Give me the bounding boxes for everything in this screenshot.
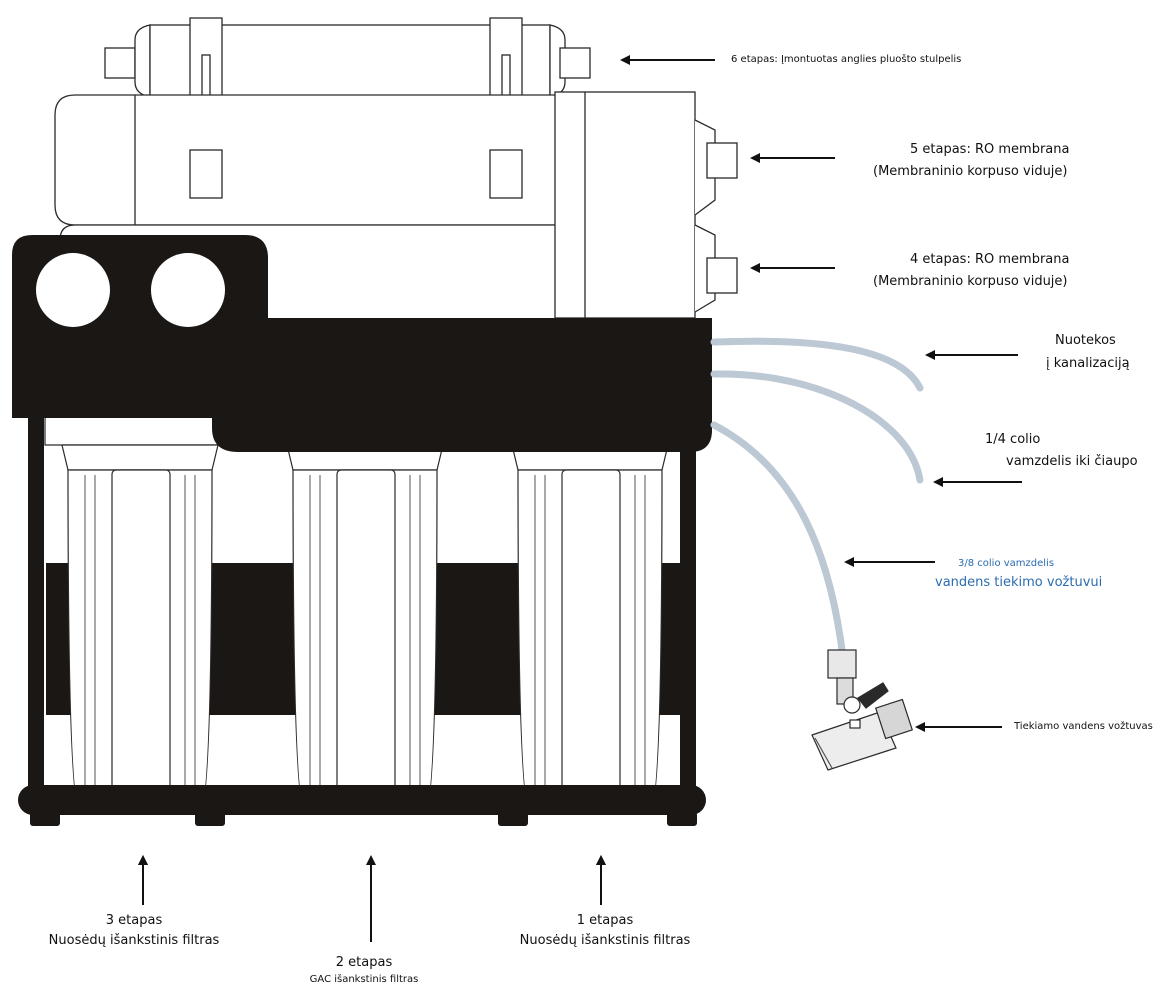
label-drain-line1: Nuotekos — [1055, 333, 1116, 348]
label-stage3-title: 3 etapas — [105, 913, 163, 928]
label-stage6: 6 etapas: Įmontuotas anglies pluošto stu… — [731, 54, 962, 65]
feed-valve-icon — [811, 649, 914, 771]
label-stage4-note: (Membraninio korpuso viduje) — [873, 274, 1068, 289]
drain-tube — [710, 337, 924, 392]
label-tube38-line2: vandens tiekimo vožtuvui — [935, 575, 1103, 590]
label-tube38-line1: 3/8 colio vamzdelis — [958, 558, 1055, 569]
canister-stage3 — [44, 409, 236, 813]
port-right — [151, 253, 225, 327]
label-stage4-title: 4 etapas: RO membrana — [910, 252, 1070, 267]
label-tube14-line1: 1/4 colio — [985, 432, 1041, 447]
label-stage1-desc: Nuosėdų išankstinis filtras — [519, 933, 691, 948]
label-stage1-title: 1 etapas — [576, 913, 634, 928]
label-tube14-line2: vamzdelis iki čiaupo — [1006, 454, 1138, 469]
label-stage2-desc: GAC išankstinis filtras — [309, 974, 419, 985]
canister-stage1 — [494, 409, 686, 813]
label-stage3-desc: Nuosėdų išankstinis filtras — [48, 933, 220, 948]
label-stage5-note: (Membraninio korpuso viduje) — [873, 164, 1068, 179]
label-drain-line2: į kanalizaciją — [1046, 356, 1130, 371]
tubes — [710, 337, 924, 654]
tube-to-faucet — [710, 370, 924, 484]
label-stage5-title: 5 etapas: RO membrana — [910, 142, 1070, 157]
callout-arrows — [138, 55, 1022, 942]
label-stage2-title: 2 etapas — [335, 955, 393, 970]
port-left — [36, 253, 110, 327]
label-feed-valve: Tiekiamo vandens vožtuvas — [1014, 721, 1153, 732]
canister-stage2 — [269, 409, 461, 813]
feed-tube — [710, 421, 846, 654]
base-feet — [30, 812, 697, 826]
base-rail — [18, 785, 706, 815]
